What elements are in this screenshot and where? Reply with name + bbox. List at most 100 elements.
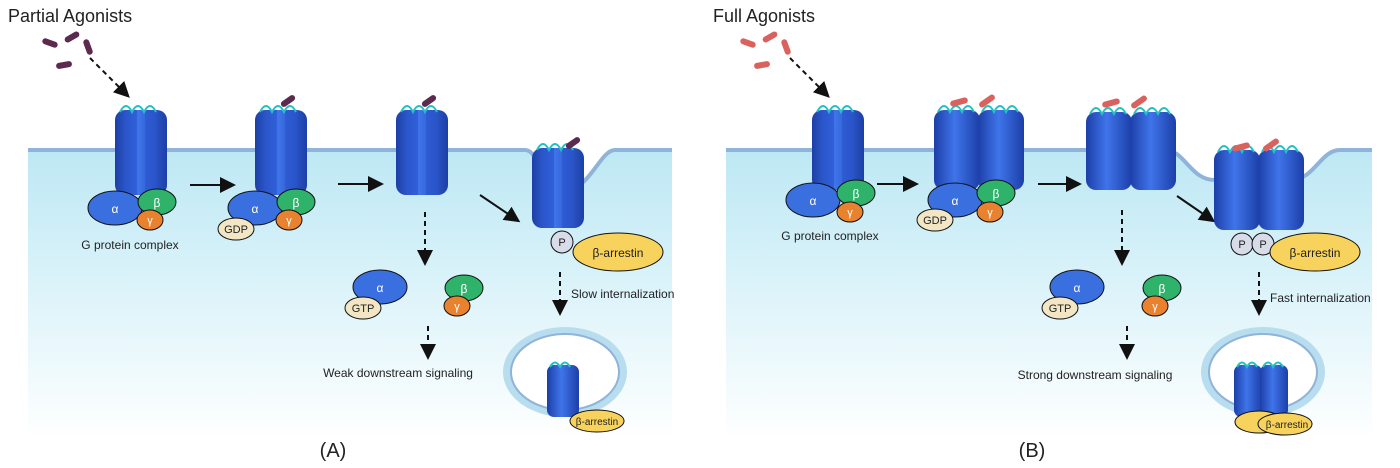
gamma-label: γ [286,215,292,227]
ligand [83,39,93,55]
gamma-subunit [443,295,471,317]
gamma-subunit [976,201,1004,223]
beta-arrestin [1269,232,1361,272]
panel-title: Full Agonists [713,6,815,26]
phosphate-label: P [1259,239,1266,251]
phosphate [550,230,574,254]
alpha-label: α [1074,281,1081,295]
gamma-subunit [1141,295,1169,317]
beta-label: β [293,196,300,210]
gamma-subunit [836,201,864,223]
ligand-group [740,31,791,69]
gamma-label: γ [987,207,993,219]
internalization-label: Slow internalization [571,287,674,301]
ligand [421,95,437,107]
internalized-receptor [1260,365,1288,417]
ligand [1102,98,1120,108]
beta-label: β [993,187,1000,201]
g-protein-complex: α β γ [87,188,177,231]
panel-label: (A) [320,440,347,462]
panel-label: (B) [1019,440,1046,462]
ligand [1263,138,1279,152]
gdp-molecule [217,217,255,241]
g-protein-complex: α β γ GDP [916,179,1016,232]
receptor-dimer [1086,95,1176,190]
beta-arrestin [572,232,664,272]
g-protein-complex: α β γ [785,179,876,223]
receptor [1130,112,1176,190]
arrestin-label: β-arrestin [576,417,618,428]
phosphate-label: P [1238,239,1245,251]
panel-partial-agonists: Partial Agonists α β γ G protein complex [8,6,674,462]
gamma-label: γ [454,301,460,313]
gtp-molecule [1041,296,1079,320]
beta-label: β [154,196,161,210]
gtp-label: GTP [352,303,375,315]
alpha-label: α [112,202,119,216]
arrestin-label: β-arrestin [1266,420,1308,431]
ligand [762,31,778,43]
gamma-label: γ [147,215,153,227]
gdp-molecule [916,208,954,232]
receptor [1258,150,1304,230]
ligand [979,94,995,108]
gamma-label: γ [847,207,853,219]
ligand [56,61,72,69]
receptor [1214,150,1260,230]
ligand [1232,142,1250,152]
gamma-subunit [275,209,303,231]
receptor [1086,112,1132,190]
arrestin-label: β-arrestin [593,246,644,260]
beta-arrestin [1257,412,1313,436]
gdp-label: GDP [923,215,947,227]
signaling-label: Weak downstream signaling [323,366,473,380]
gtp-molecule [344,296,382,320]
ligand [1131,95,1147,109]
step-arrow [1176,195,1216,223]
receptor-dimer [1214,138,1304,230]
panel-full-agonists: Full Agonists α β γ G protein complex [713,6,1372,462]
phosphate-label: P [558,237,565,249]
arrestin-label: β-arrestin [1290,246,1341,260]
receptor [934,110,980,190]
internalization-label: Fast internalization [1270,291,1371,305]
activated-alpha: α GTP [1041,269,1105,320]
binding-arrow [789,57,830,98]
receptor [812,105,864,190]
panel-title: Partial Agonists [8,6,132,26]
step-arrow [479,194,521,223]
signaling-label: Strong downstream signaling [1018,368,1173,382]
receptor-dimer [934,94,1024,190]
endosome: β-arrestin [503,327,627,433]
receptor [115,105,167,195]
beta-gamma-dimer: β γ [443,274,484,317]
ligand [754,61,770,69]
ligand [950,97,968,107]
beta-label: β [1159,282,1166,296]
ligand [42,38,58,48]
beta-gamma-dimer: β γ [1141,274,1182,317]
g-protein-complex: α β γ GDP [217,188,316,241]
ligand [565,137,581,149]
receptor [396,95,448,195]
beta-label: β [461,282,468,296]
ligand-group [42,31,93,69]
internalized-receptor [1234,365,1262,417]
beta-label: β [853,187,860,201]
receptor [532,137,584,228]
receptor [255,95,307,195]
activated-alpha: α GTP [344,269,408,320]
ligand [280,95,296,107]
alpha-label: α [952,194,959,208]
gamma-label: γ [1152,301,1158,313]
endosome: β-arrestin [1201,327,1325,436]
gdp-label: GDP [224,224,248,236]
binding-arrow [89,57,130,98]
g-protein-label: G protein complex [81,238,178,252]
alpha-label: α [377,281,384,295]
internalized-receptor [547,365,579,417]
gtp-label: GTP [1049,303,1072,315]
gamma-subunit [136,209,164,231]
